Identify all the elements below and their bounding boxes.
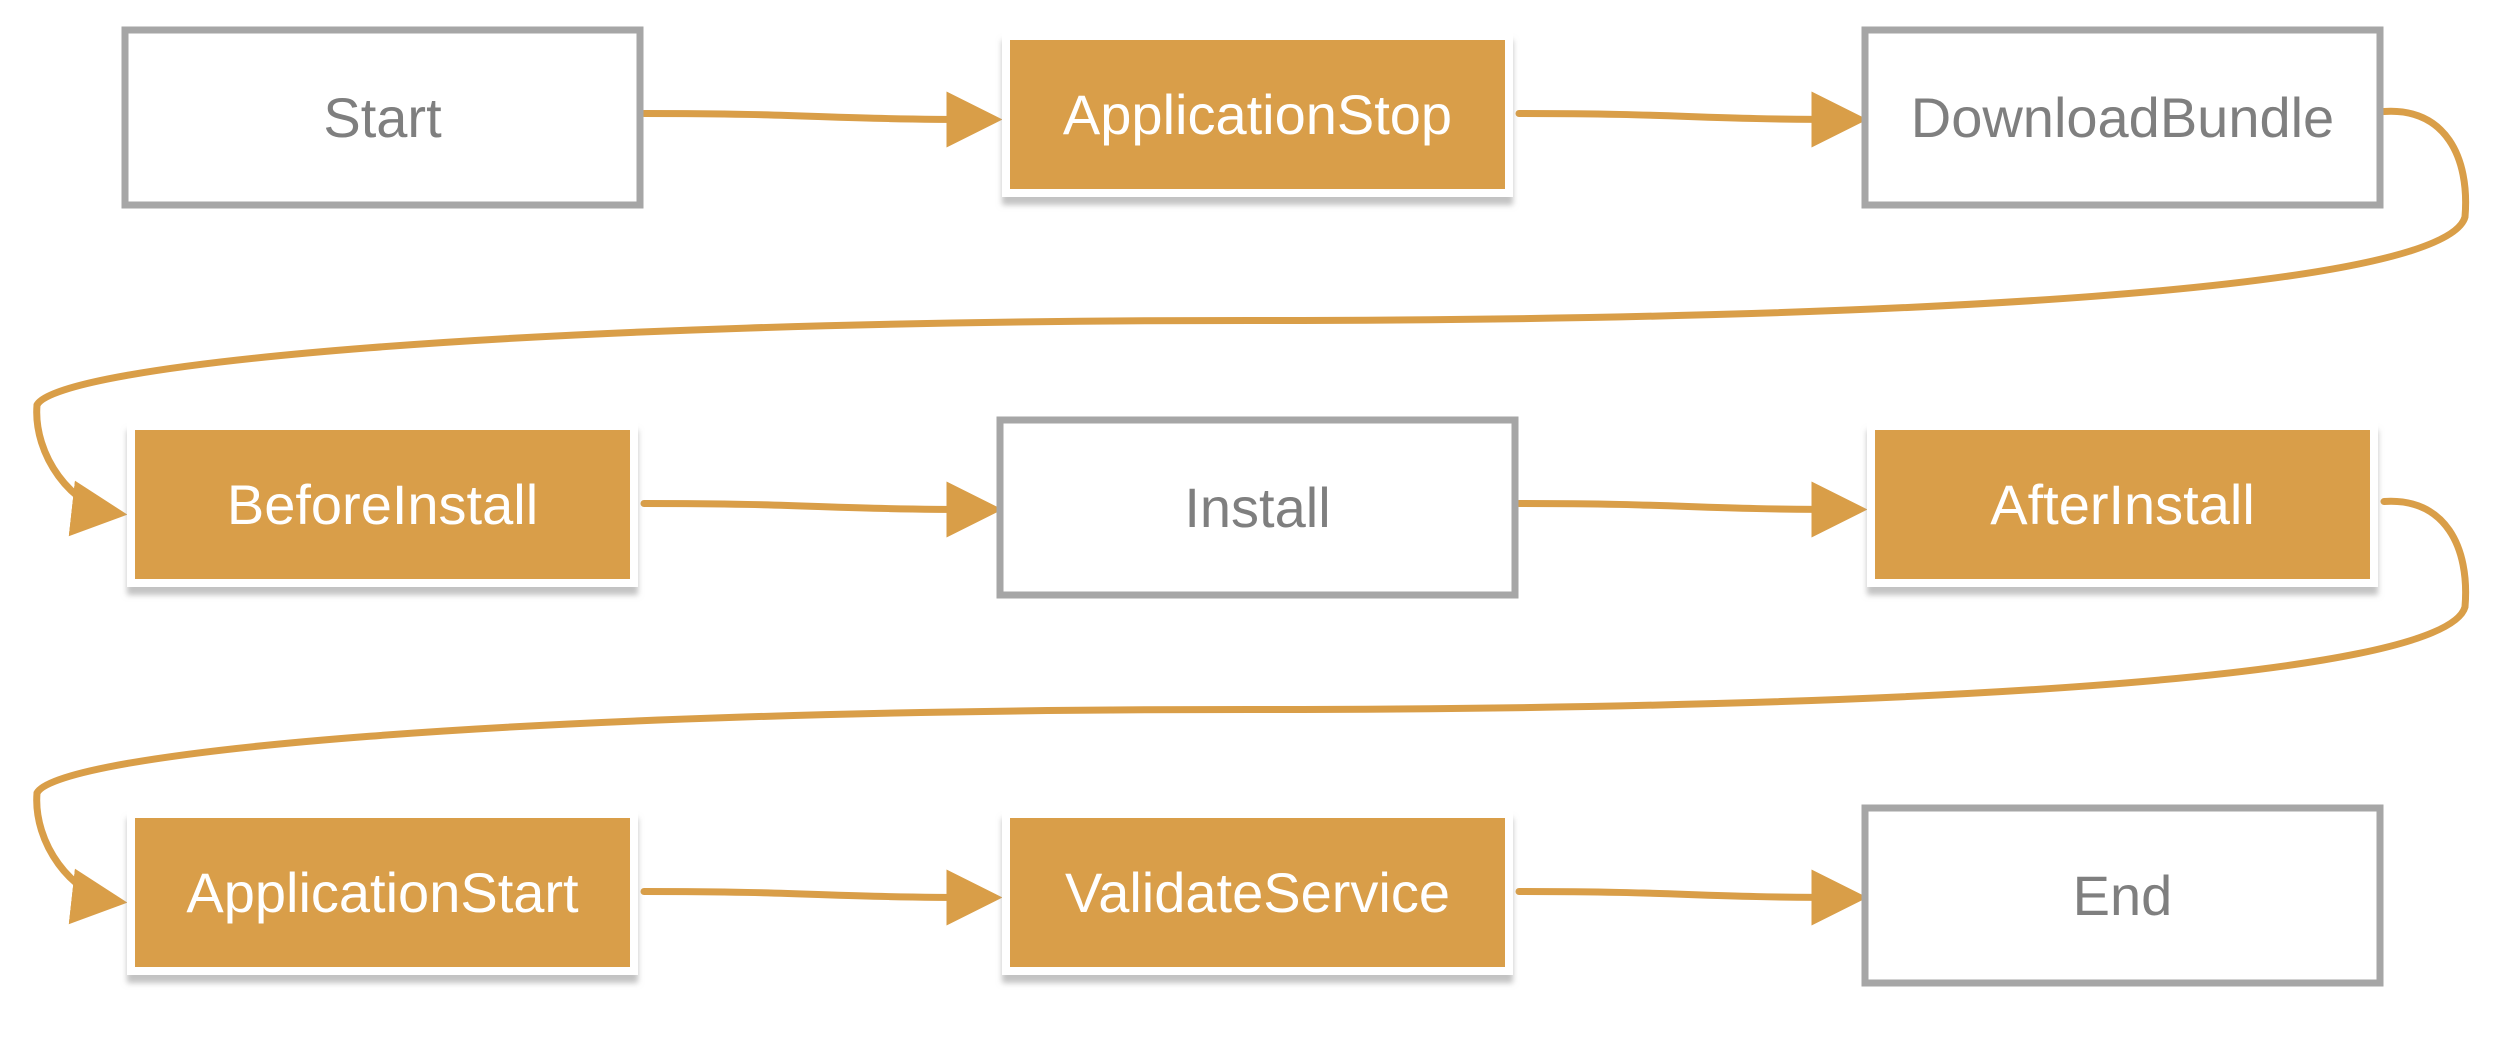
node-end: End xyxy=(1861,804,2384,987)
node-box-outline xyxy=(1861,804,2384,987)
node-box-outline xyxy=(996,416,1519,599)
edge-validate-service-to-end xyxy=(1515,869,1868,926)
edge-download-bundle-to-before-install xyxy=(33,107,2470,537)
node-label: BeforeInstall xyxy=(227,473,538,536)
node-before-install: BeforeInstall xyxy=(127,422,638,587)
edge-before-install-to-install xyxy=(640,481,1003,538)
node-application-start: ApplicationStart xyxy=(127,810,638,975)
node-label: Install xyxy=(1184,476,1330,539)
node-label: DownloadBundle xyxy=(1911,86,2334,149)
edge-start-to-application-stop xyxy=(640,91,1003,148)
node-box-filled xyxy=(127,422,638,587)
node-label: AfterInstall xyxy=(1990,473,2255,536)
node-download-bundle: DownloadBundle xyxy=(1861,26,2384,209)
node-box-filled xyxy=(1002,32,1513,197)
edge-application-start-to-validate-service xyxy=(640,869,1003,926)
node-start: Start xyxy=(121,26,644,209)
edge-install-to-after-install xyxy=(1515,481,1868,538)
node-after-install: AfterInstall xyxy=(1867,422,2378,587)
node-box-filled xyxy=(127,810,638,975)
node-label: End xyxy=(2073,864,2173,927)
node-label: ValidateService xyxy=(1065,861,1450,924)
node-box-outline xyxy=(1861,26,2384,209)
node-label: Start xyxy=(323,86,442,149)
nodes-layer: Start ApplicationStop DownloadBundleBefore… xyxy=(121,26,2384,987)
node-label: ApplicationStop xyxy=(1063,83,1452,146)
node-label: ApplicationStart xyxy=(186,861,579,924)
node-application-stop: ApplicationStop xyxy=(1002,32,1513,197)
node-box-filled xyxy=(1002,810,1513,975)
node-box-outline xyxy=(121,26,644,209)
edges-layer xyxy=(33,91,2470,926)
edge-application-stop-to-download-bundle xyxy=(1515,91,1868,148)
node-validate-service: ValidateService xyxy=(1002,810,1513,975)
edge-after-install-to-application-start xyxy=(33,497,2470,925)
node-box-filled xyxy=(1867,422,2378,587)
node-install: Install xyxy=(996,416,1519,599)
